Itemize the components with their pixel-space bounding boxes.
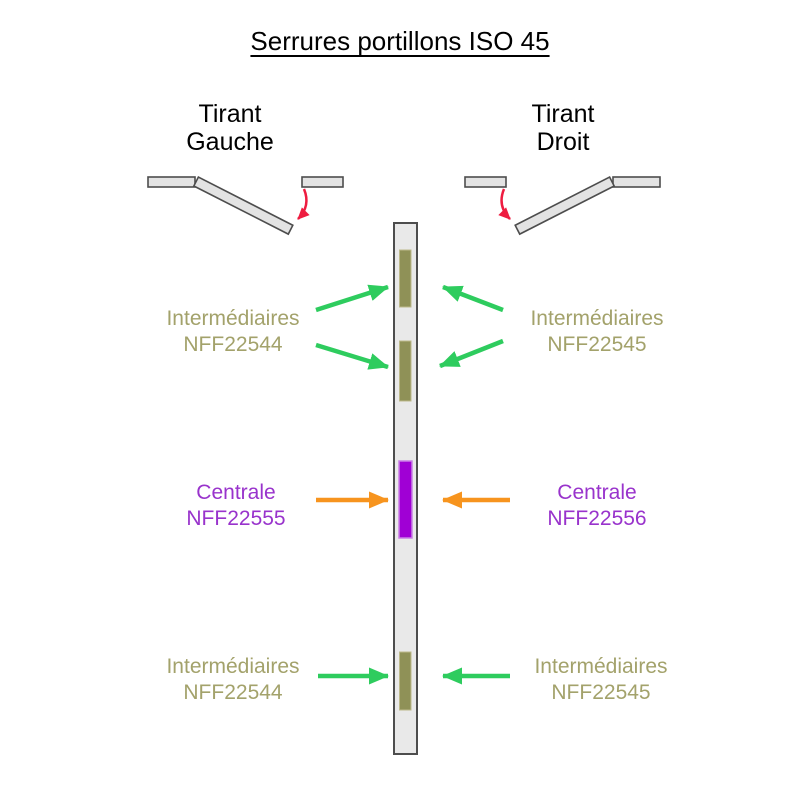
- door-label-line1: Tirant: [198, 100, 262, 128]
- lock-label-name: Intermédiaires: [534, 655, 668, 678]
- lock-label-right-top: Intermédiaires NFF22545: [530, 306, 663, 358]
- arrow-left-top-1: [315, 284, 389, 313]
- intermediate-arrows: [315, 284, 510, 685]
- lock-label-ref: NFF22545: [547, 333, 647, 356]
- door-label-tirant-droit: Tirant Droit: [532, 100, 595, 156]
- lock-label-ref: NFF22544: [183, 333, 283, 356]
- lock-label-left-center: Centrale NFF22555: [186, 480, 285, 532]
- door-label-line1: Tirant: [531, 100, 595, 128]
- lock-label-name: Intermédiaires: [166, 307, 300, 330]
- door-label-line2: Gauche: [186, 128, 274, 156]
- lock-label-ref: NFF22545: [551, 681, 651, 704]
- right-frame-right-bar: [612, 176, 661, 188]
- lock-label-left-bottom: Intermédiaires NFF22544: [166, 654, 299, 706]
- arrow-right-top-2: [439, 338, 504, 369]
- lock-label-name: Centrale: [196, 481, 276, 504]
- arrow-left-top-2: [315, 342, 389, 370]
- door-label-line2: Droit: [536, 128, 590, 156]
- intermediate-lock-top-1: [399, 249, 412, 308]
- door-edge-profile: [393, 222, 418, 755]
- right-door-leaf: [514, 176, 616, 236]
- right-frame-left-bar: [464, 176, 507, 188]
- left-swing-arrow: [297, 188, 310, 220]
- lock-label-name: Centrale: [557, 481, 637, 504]
- right-swing-arrow: [498, 188, 511, 220]
- lock-label-right-center: Centrale NFF22556: [547, 480, 646, 532]
- lock-label-ref: NFF22544: [183, 681, 283, 704]
- page-title: Serrures portillons ISO 45: [250, 26, 550, 56]
- door-swing-left: [147, 176, 344, 236]
- door-swing-right: [464, 176, 661, 236]
- left-frame-left-bar: [147, 176, 196, 188]
- lock-label-left-top: Intermédiaires NFF22544: [166, 306, 299, 358]
- intermediate-lock-bottom: [399, 651, 412, 711]
- lock-label-name: Intermédiaires: [530, 307, 664, 330]
- left-door-leaf: [192, 176, 294, 236]
- intermediate-lock-top-2: [399, 340, 412, 402]
- door-label-tirant-gauche: Tirant Gauche: [186, 100, 274, 156]
- left-frame-right-bar: [301, 176, 344, 188]
- central-lock: [398, 460, 413, 539]
- arrow-right-top-1: [442, 284, 504, 313]
- lock-label-ref: NFF22556: [547, 507, 647, 530]
- lock-label-right-bottom: Intermédiaires NFF22545: [534, 654, 667, 706]
- lock-label-ref: NFF22555: [186, 507, 286, 530]
- lock-label-name: Intermédiaires: [166, 655, 300, 678]
